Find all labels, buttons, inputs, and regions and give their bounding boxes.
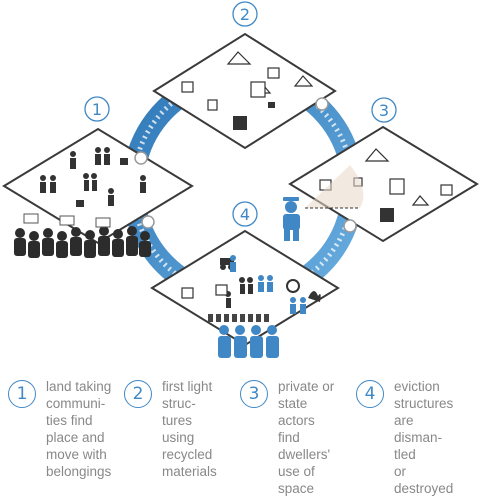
legend-text: land taking communi- ties find place and… <box>46 379 112 479</box>
stage-2-diamond <box>152 32 337 150</box>
fire-icon <box>308 290 321 302</box>
police-group <box>218 325 279 358</box>
legend-item-1: 1 land taking communi- ties find place a… <box>8 378 111 480</box>
crowd-people <box>14 213 151 258</box>
stage-number-badges: 1 2 3 4 <box>84 1 397 227</box>
shelter-icon <box>207 81 275 130</box>
svg-text:2: 2 <box>240 5 250 24</box>
legend-number: 4 <box>356 380 384 408</box>
stage-4-diamond <box>150 229 340 347</box>
svg-text:3: 3 <box>379 101 389 120</box>
legend-text: private or state actors find dwellers' u… <box>278 379 335 496</box>
svg-text:4: 4 <box>240 205 250 224</box>
cycle-nodes <box>134 97 357 233</box>
stage-badge-2: 2 <box>232 1 258 27</box>
box-icon <box>181 67 280 93</box>
stage-badge-3: 3 <box>371 97 397 123</box>
people-group <box>230 255 306 314</box>
svg-text:1: 1 <box>92 100 102 119</box>
legend-item-4: 4 eviction structures are disman- tled o… <box>356 378 453 497</box>
stage-3-diamond <box>288 125 479 243</box>
legend-number: 1 <box>8 380 36 408</box>
surveillance-cone <box>305 165 364 208</box>
legend-text: eviction structures are disman- tled or … <box>394 379 454 496</box>
eviction-cycle-diagram: 1 2 3 4 <box>2 1 479 358</box>
legend-number: 2 <box>124 380 152 408</box>
reload-icon <box>286 279 300 293</box>
legend-number: 3 <box>240 380 268 408</box>
police-icon <box>283 197 300 241</box>
legend-text: first light struc- tures using recycled … <box>162 379 217 479</box>
tent-icon <box>364 148 430 206</box>
people-group <box>225 277 253 308</box>
stage-badge-1: 1 <box>84 96 110 122</box>
legend-item-3: 3 private or state actors find dwellers'… <box>240 378 334 497</box>
people-group <box>40 147 146 207</box>
legend: 1 land taking communi- ties find place a… <box>0 378 484 498</box>
stage-badge-4: 4 <box>232 201 258 227</box>
box-icon <box>181 284 228 299</box>
legend-item-2: 2 first light struc- tures using recycle… <box>124 378 217 480</box>
